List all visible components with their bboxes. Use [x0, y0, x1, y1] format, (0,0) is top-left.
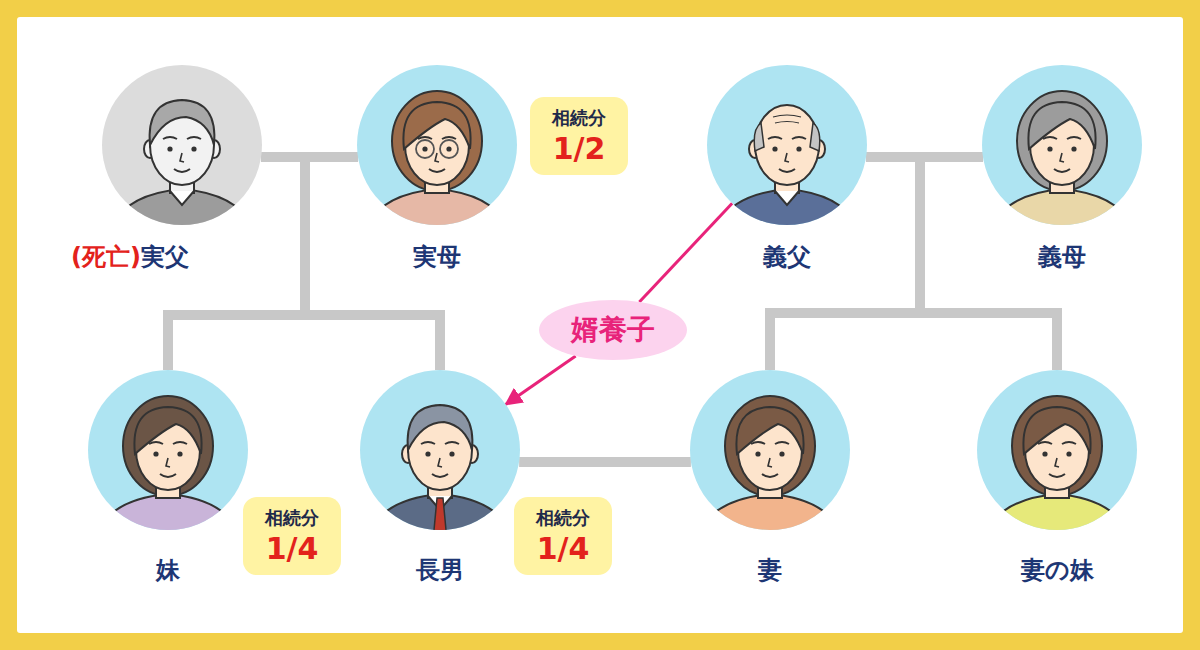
portrait [707, 65, 867, 225]
portrait-circle [102, 65, 262, 225]
name-row: (死亡)実父 [0, 243, 280, 272]
person-name: 妻の妹 [1021, 556, 1094, 585]
name-row: 義父 [637, 243, 937, 272]
person-node: 妻の妹 [977, 370, 1137, 585]
person-name: 妻 [758, 556, 782, 585]
portrait [982, 65, 1142, 225]
portrait [102, 65, 262, 225]
name-row: 妻 [620, 556, 920, 585]
person-name: 長男 [416, 556, 464, 585]
portrait-figure [94, 396, 242, 530]
person-node: 義父 [707, 65, 867, 272]
person-node: 義母 [982, 65, 1142, 272]
portrait [88, 370, 248, 530]
portrait-figure [983, 396, 1131, 530]
status-note: (死亡) [71, 243, 141, 272]
family-line [519, 457, 691, 467]
person-node: 妹 [88, 370, 248, 585]
person-name: 義母 [1038, 243, 1086, 272]
person-name: 妹 [156, 556, 180, 585]
relation-oval: 婿養子 [539, 300, 687, 360]
portrait [360, 370, 520, 530]
share-fraction: 1/4 [528, 530, 598, 568]
share-label: 相続分 [528, 507, 598, 530]
portrait-circle [707, 65, 867, 225]
adoption-arrow [506, 356, 576, 405]
portrait-figure [363, 91, 511, 225]
portrait-figure [988, 91, 1136, 225]
person-name: 実父 [141, 243, 189, 272]
share-fraction: 1/4 [257, 530, 327, 568]
share-label: 相続分 [544, 107, 614, 130]
relation-label: 婿養子 [539, 313, 687, 347]
share-box: 相続分1/4 [514, 497, 612, 575]
share-box: 相続分1/4 [243, 497, 341, 575]
share-label: 相続分 [257, 507, 327, 530]
oval-fill [539, 300, 687, 360]
portrait-figure [108, 100, 256, 225]
share-box: 相続分1/2 [530, 97, 628, 175]
adoption-arrow [639, 203, 732, 302]
portrait-figure [696, 396, 844, 530]
portrait-figure [366, 405, 514, 530]
person-node: 長男 [360, 370, 520, 585]
share-fraction: 1/2 [544, 130, 614, 168]
portrait [977, 370, 1137, 530]
name-row: 義母 [912, 243, 1200, 272]
portrait [690, 370, 850, 530]
portrait-figure [713, 105, 861, 225]
person-node: (死亡)実父 [102, 65, 262, 272]
person-node: 妻 [690, 370, 850, 585]
name-row: 妻の妹 [907, 556, 1200, 585]
person-node: 実母 [357, 65, 517, 272]
person-name: 義父 [763, 243, 811, 272]
portrait [357, 65, 517, 225]
person-name: 実母 [413, 243, 461, 272]
name-row: 実母 [287, 243, 587, 272]
